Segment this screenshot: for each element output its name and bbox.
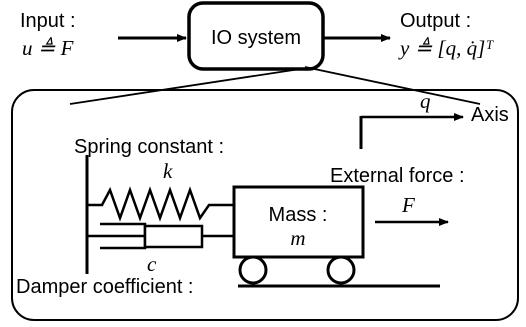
damper-symbol: c xyxy=(147,252,157,276)
spring-label: Spring constant : xyxy=(74,136,224,158)
input-label: Input : xyxy=(20,10,76,32)
external-force-label: External force : xyxy=(330,165,465,187)
wheel-right xyxy=(326,255,356,285)
output-label: Output : xyxy=(400,10,471,32)
mass-block xyxy=(232,185,365,259)
io-system-label: IO system xyxy=(211,27,301,49)
callout-line-left xyxy=(69,68,301,105)
damper-label: Damper coefficient : xyxy=(16,276,194,298)
damper-piston xyxy=(143,224,204,249)
callout-line-right xyxy=(304,66,481,105)
output-formula: y ≜ [q, q̇]ᵀ xyxy=(398,36,494,60)
mass-symbol: m xyxy=(290,226,305,250)
axis-label: Axis xyxy=(471,104,509,126)
detail-box xyxy=(11,89,519,321)
io-system-block xyxy=(187,1,325,71)
mass-label: Mass : xyxy=(269,204,328,226)
axis-symbol: q xyxy=(420,89,431,113)
external-force-symbol: F xyxy=(401,193,415,217)
spring-symbol: k xyxy=(163,159,173,183)
damper-label-bg xyxy=(14,274,236,298)
input-formula: u ≜ F xyxy=(22,36,74,60)
spring xyxy=(87,186,234,222)
wheel-left xyxy=(238,255,268,285)
